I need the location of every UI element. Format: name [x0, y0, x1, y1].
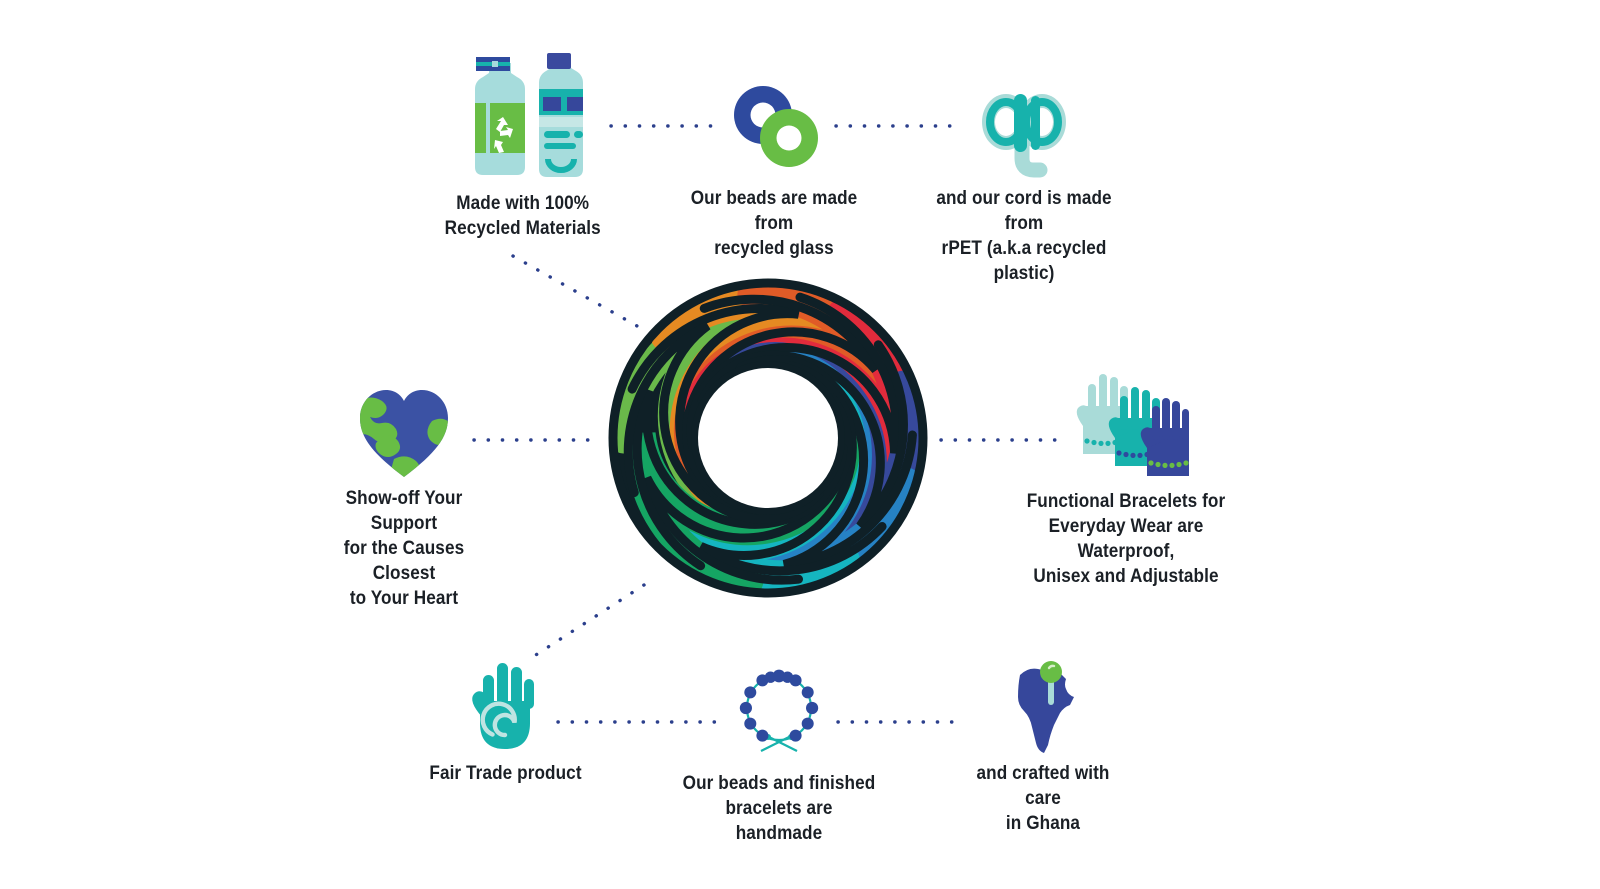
open-hand-spiral-icon [472, 663, 534, 749]
node-label: Our beads are made from recycled glass [690, 187, 858, 259]
node-recycled-glass-beads: Our beads are made from recycled glass [664, 80, 884, 261]
cord-spool-icon [982, 94, 1066, 178]
brand-swirl-logo [608, 278, 928, 598]
node-label: Show-off Your Support for the Causes Clo… [343, 487, 465, 609]
globe-heart-icon [360, 390, 448, 477]
node-recycled-materials: Made with 100% Recycled Materials [423, 45, 623, 241]
africa-map-pin-icon [1018, 661, 1074, 753]
node-label: Our beads and finished bracelets are han… [682, 772, 876, 844]
node-label: Fair Trade product [428, 762, 582, 784]
node-handmade-bracelets: Our beads and finished bracelets are han… [669, 665, 889, 846]
recycled-bottles-icon [475, 53, 583, 177]
beaded-bracelet-icon [739, 669, 819, 752]
node-crafted-in-ghana: and crafted with care in Ghana [953, 655, 1133, 836]
node-label: Made with 100% Recycled Materials [444, 192, 602, 239]
node-label: Functional Bracelets for Everyday Wear a… [1026, 490, 1226, 587]
node-label: and crafted with care in Ghana [976, 762, 1110, 834]
raised-hands-bracelets-icon [1076, 374, 1189, 476]
node-fair-trade: Fair Trade product [415, 655, 595, 786]
node-show-off-support: Show-off Your Support for the Causes Clo… [304, 385, 504, 611]
node-functional-bracelets: Functional Bracelets for Everyday Wear a… [986, 368, 1266, 589]
node-label: and our cord is made from rPET (a.k.a re… [936, 187, 1112, 284]
node-rpet-cord: and our cord is made from rPET (a.k.a re… [904, 80, 1144, 286]
two-beads-icon [734, 86, 818, 167]
